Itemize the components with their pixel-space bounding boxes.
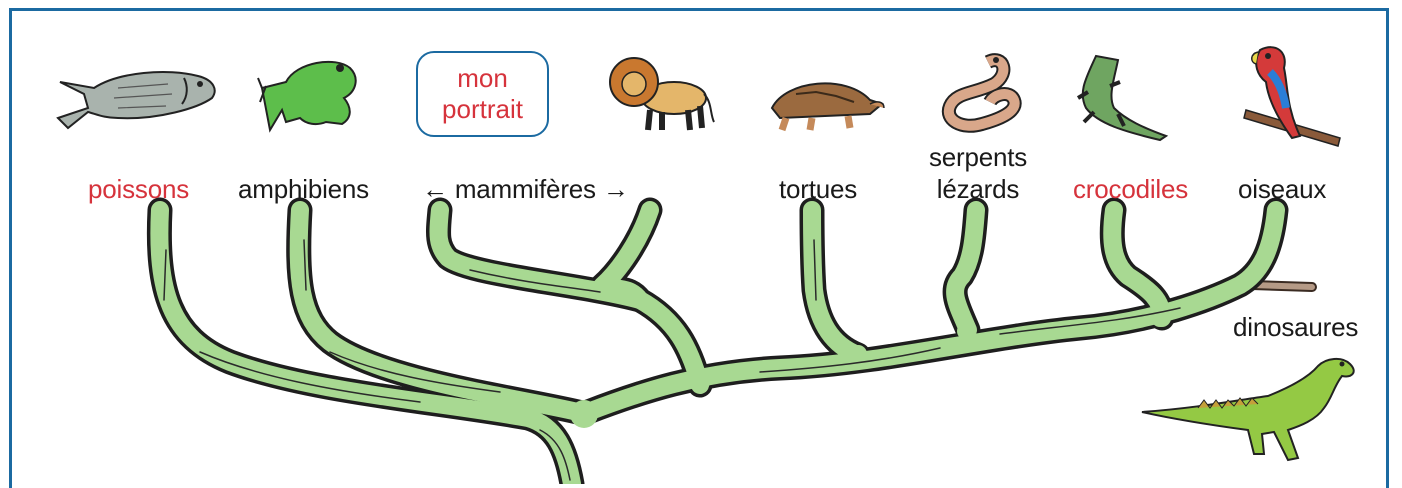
label-crocodiles: crocodiles xyxy=(1073,175,1188,203)
portrait-line-2: portrait xyxy=(442,94,523,125)
label-mammiferes: ← mammifères → xyxy=(422,175,629,203)
frog-icon xyxy=(256,52,362,134)
turtle-icon xyxy=(766,74,886,132)
portrait-line-1: mon xyxy=(442,63,523,94)
snake-icon xyxy=(934,44,1024,134)
label-amphibiens: amphibiens xyxy=(238,175,369,203)
branch-mammiferes xyxy=(438,210,700,385)
lion-icon xyxy=(604,52,716,134)
label-lezards: lézards xyxy=(928,175,1028,203)
label-poissons: poissons xyxy=(88,175,189,203)
label-oiseaux: oiseaux xyxy=(1238,175,1326,203)
dinosaur-icon xyxy=(1138,350,1364,464)
trunk-main xyxy=(159,210,572,484)
parrot-icon xyxy=(1240,42,1344,150)
fish-icon xyxy=(48,64,220,136)
label-tortues: tortues xyxy=(779,175,857,203)
crocodile-icon xyxy=(1074,52,1170,144)
label-dinosaures: dinosaures xyxy=(1233,313,1358,341)
label-serpents: serpents xyxy=(928,143,1028,171)
portrait-box: mon portrait xyxy=(416,51,549,137)
